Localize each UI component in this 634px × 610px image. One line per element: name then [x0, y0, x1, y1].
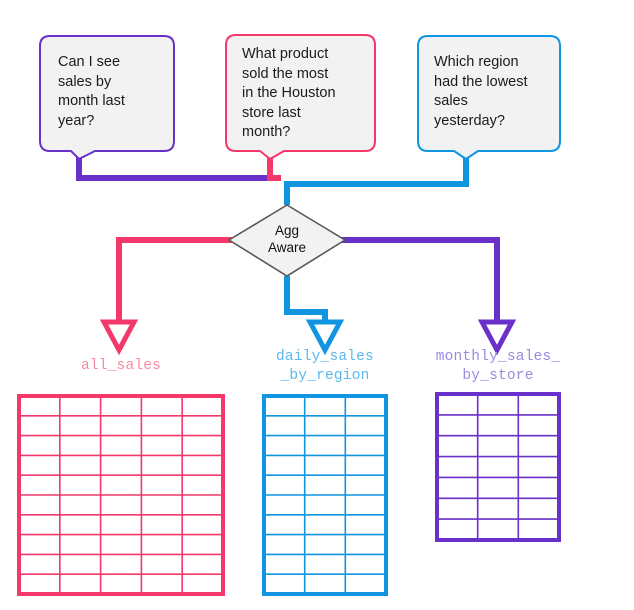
connector-blue-question-to-diamond [284, 152, 469, 205]
table-monthly-sales-by-store[interactable] [435, 392, 561, 542]
arrowhead-blue-daily-sales [305, 319, 345, 356]
table-daily-sales-by-region[interactable] [262, 394, 388, 596]
speech-bubble-top-product-houston[interactable] [225, 34, 376, 160]
speech-bubble-purple-shape [39, 35, 175, 160]
speech-bubble-label-top-product-houston: What product sold the most in the Housto… [242, 46, 336, 140]
table-monthly-sales-grid [437, 394, 559, 540]
connector-group-bottom [116, 237, 500, 322]
connector-pink-question-to-bus [267, 152, 281, 181]
connector-purple-question-to-bus [76, 156, 272, 181]
arrowhead-pink-all-sales [99, 319, 139, 356]
table-label-all-sales: all_sales [80, 358, 162, 374]
table-label-daily-sales-by-region: daily_sales _by_region [276, 349, 374, 384]
speech-bubble-lowest-region[interactable] [417, 35, 561, 160]
connector-group-top [76, 152, 469, 205]
speech-bubble-sales-by-month[interactable] [39, 35, 175, 160]
table-all-sales-grid [19, 396, 223, 594]
speech-bubble-label-sales-by-month: Can I see sales by month last year? [58, 54, 125, 129]
agg-aware-label: Agg Aware [267, 223, 307, 255]
table-daily-sales-grid [264, 396, 386, 594]
arrowhead-purple-monthly-sales [477, 319, 517, 356]
speech-bubble-label-lowest-region: Which region had the lowest sales yester… [434, 54, 528, 129]
connector-pink-to-all-sales [116, 237, 243, 322]
table-monthly-sales-outline [435, 392, 561, 542]
table-all-sales[interactable] [17, 394, 225, 596]
agg-aware-decision-node[interactable] [227, 204, 347, 277]
speech-bubble-blue-shape [417, 35, 561, 160]
connector-purple-to-monthly-sales [331, 237, 500, 322]
arrowhead-group [99, 319, 517, 356]
diamond-shape [227, 204, 347, 277]
connector-blue-to-daily-sales [284, 276, 328, 322]
table-label-monthly-sales-by-store: monthly_sales_ by_store [435, 349, 561, 384]
speech-bubble-pink-shape [225, 34, 376, 160]
